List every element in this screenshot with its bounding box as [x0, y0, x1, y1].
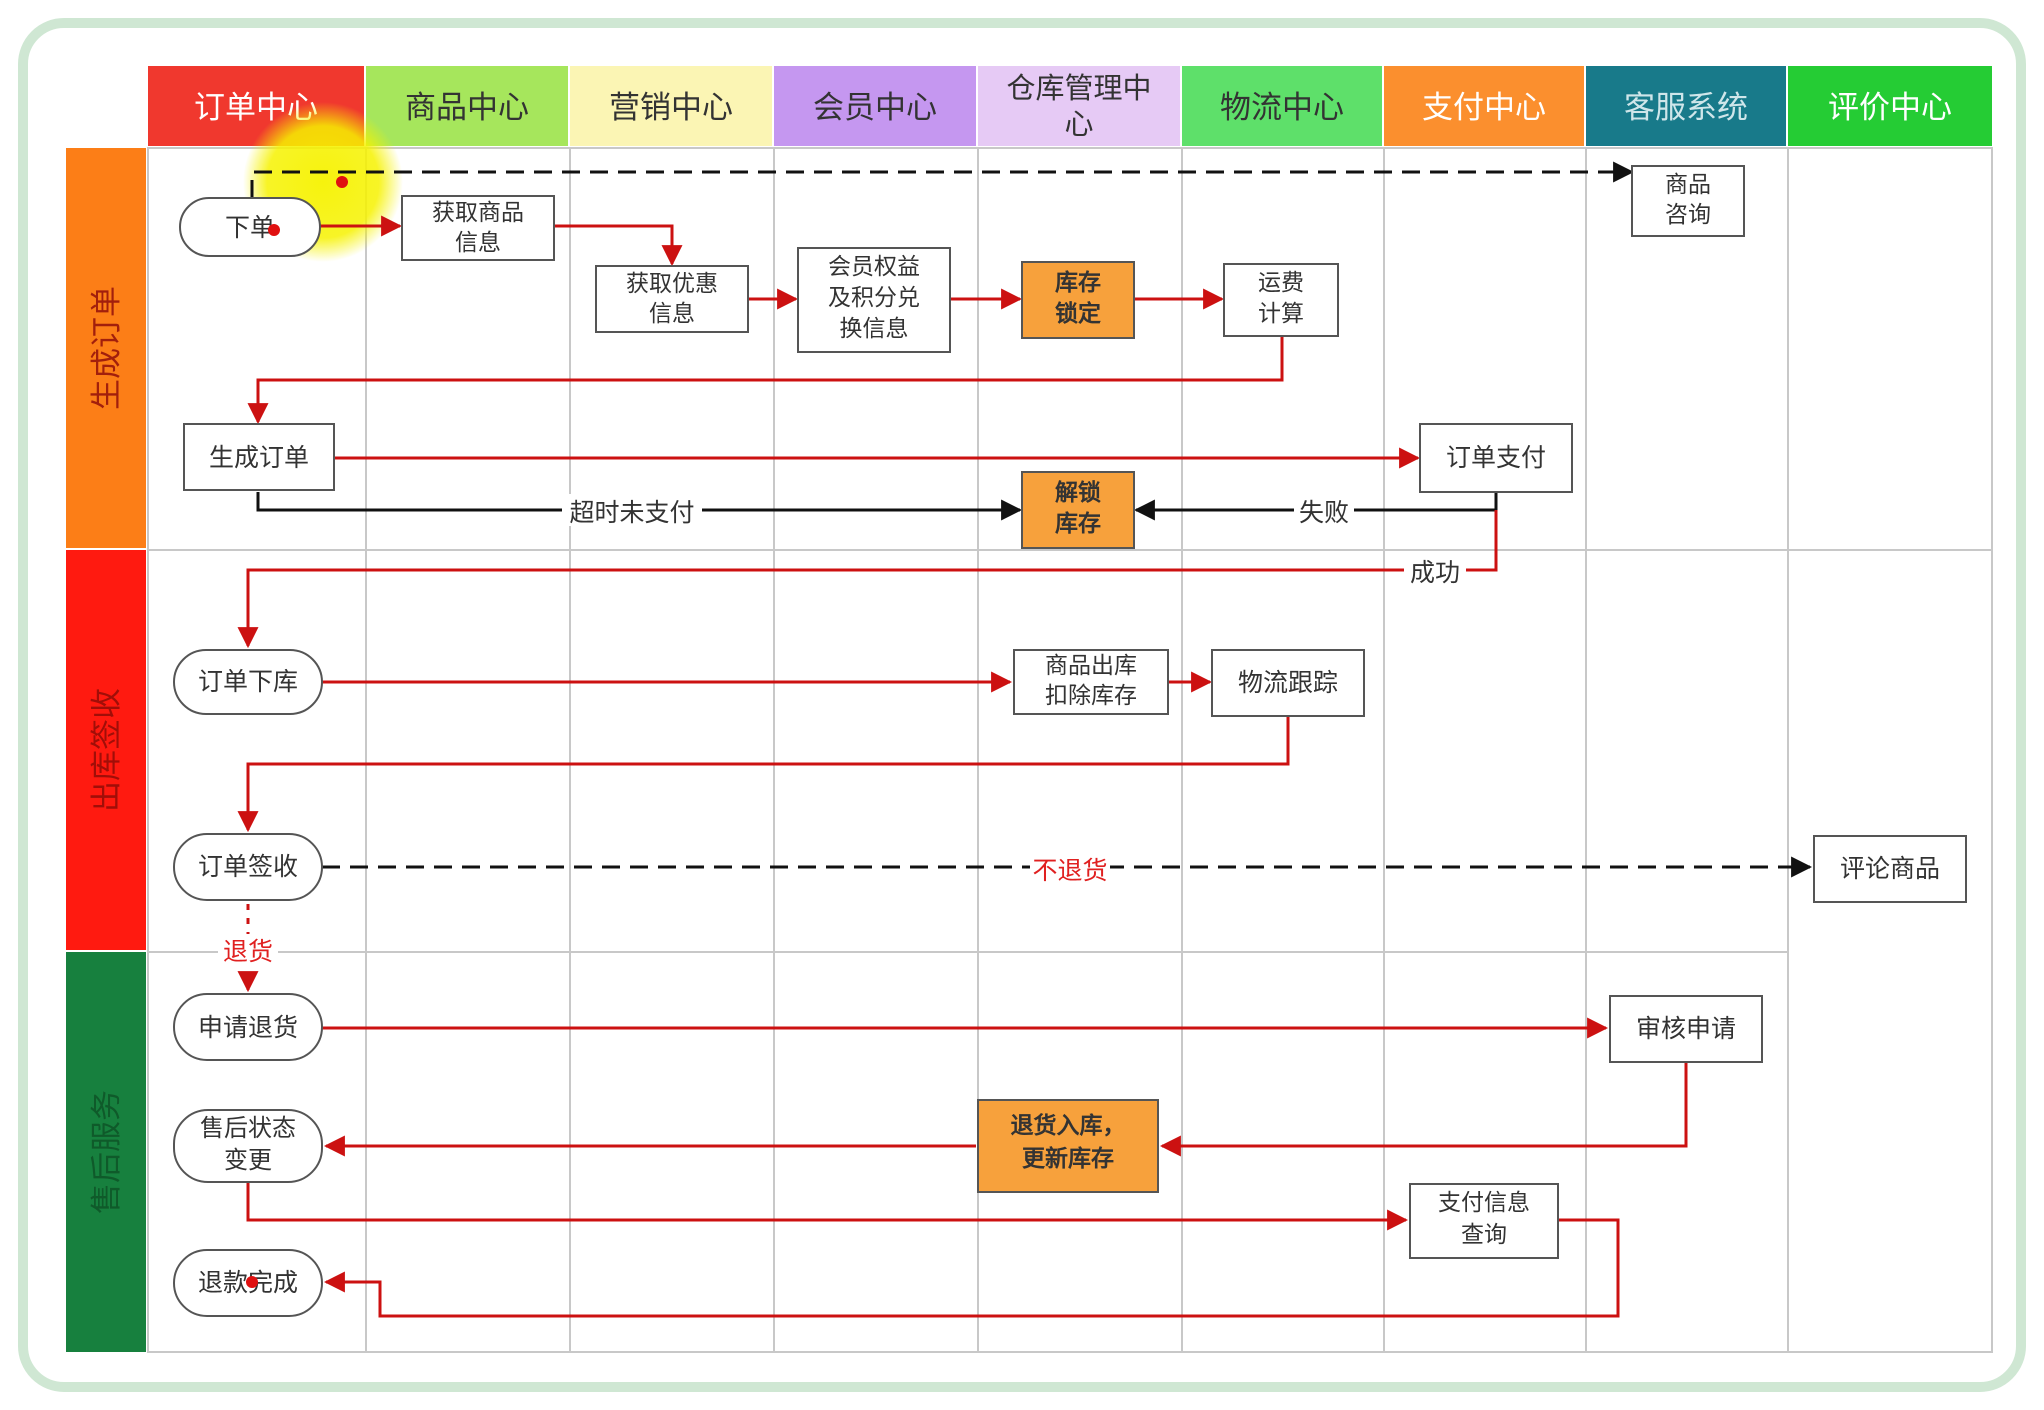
column-header-member-center	[774, 66, 976, 146]
edge-track-to-sign	[237, 716, 1290, 833]
node-label: 订单签收	[198, 852, 298, 881]
edge-label-no-return: 不退货	[1032, 856, 1107, 885]
node-label: 获取优惠信息	[626, 271, 718, 327]
node-label: 会员权益及积分兑换信息	[828, 254, 920, 342]
lane-header-create-order	[66, 148, 146, 548]
edge-fee-to-create	[247, 336, 1284, 425]
node-label: 库存锁定	[1055, 270, 1101, 327]
column-header-label: 物流中心	[1220, 90, 1344, 126]
column-header-label: 支付中心	[1422, 90, 1546, 126]
node-label: 评论商品	[1840, 854, 1940, 883]
column-header-label: 评价中心	[1828, 90, 1952, 126]
node-get-product[interactable]	[401, 195, 555, 261]
pointer-dot	[268, 224, 280, 236]
node-create-order[interactable]	[183, 423, 335, 491]
node-review-apply[interactable]	[1609, 995, 1763, 1063]
node-order-pay[interactable]	[1419, 423, 1573, 493]
column-header-label-wrap: 仓库管理中心	[1006, 71, 1152, 141]
node-label: 支付信息查询	[1438, 1190, 1530, 1248]
node-product-consult[interactable]	[1631, 165, 1745, 237]
node-place-order[interactable]	[179, 197, 321, 257]
column-header-review-center	[1788, 66, 1992, 146]
node-order-sign[interactable]	[173, 833, 323, 901]
edge-labels: 超时未支付 失败 成功 不退货 退货	[218, 494, 1466, 966]
node-label: 物流跟踪	[1238, 668, 1338, 697]
lane-header-label: 出库签收	[89, 688, 125, 812]
node-logistics-track[interactable]	[1211, 649, 1365, 717]
node-label: 商品出库扣除库存	[1045, 653, 1137, 709]
column-header-marketing-center	[570, 66, 772, 146]
column-header-payment-center	[1384, 66, 1584, 146]
lane-header-label: 生成订单	[89, 286, 125, 410]
lane-header-label: 售后服务	[89, 1090, 125, 1214]
node-label: 生成订单	[209, 443, 309, 472]
pointer-dot	[336, 176, 348, 188]
edge-label-fail: 失败	[1299, 498, 1349, 527]
node-label: 申请退货	[198, 1013, 298, 1042]
node-label: 退货入库，更新库存	[1010, 1113, 1126, 1172]
node-label: 获取商品信息	[432, 200, 524, 256]
node-label: 商品咨询	[1665, 172, 1711, 228]
node-stock-out[interactable]	[1013, 649, 1169, 715]
edge-create-timeout-unlock	[256, 492, 1023, 521]
column-header-label: 会员中心	[813, 90, 937, 126]
edge-label-timeout: 超时未支付	[569, 498, 694, 527]
node-review-product[interactable]	[1813, 835, 1967, 903]
node-member-points[interactable]	[797, 247, 951, 353]
edge-label-return: 退货	[223, 937, 273, 966]
column-header-customer-service	[1586, 66, 1786, 146]
edge-audit-to-return-stock	[1159, 1062, 1688, 1157]
column-header-label: 仓库管理中心	[1006, 71, 1152, 141]
node-return-stock[interactable]	[977, 1099, 1159, 1193]
node-label: 审核申请	[1636, 1014, 1736, 1043]
column-header-label: 客服系统	[1624, 90, 1748, 126]
lane-headers: 生成订单 出库签收 售后服务	[66, 148, 146, 1352]
node-label: 解锁库存	[1055, 480, 1101, 537]
pointer-dot	[246, 1276, 258, 1288]
edge-pay-query-to-refund	[323, 1218, 1620, 1318]
column-header-label: 营销中心	[609, 90, 733, 126]
edge-product-to-coupon	[554, 224, 683, 267]
nodes: 下单 获取商品信息 获取优惠信息 会员权益及积分兑换信息 库存锁定 运费计算 商…	[173, 165, 1967, 1317]
node-pay-info-query[interactable]	[1409, 1183, 1559, 1259]
column-header-label: 商品中心	[405, 90, 529, 126]
node-unlock-stock[interactable]	[1021, 471, 1135, 549]
edge-order-to-consult	[250, 161, 1635, 198]
node-label: 订单支付	[1446, 443, 1546, 472]
node-shipping-fee[interactable]	[1223, 263, 1339, 337]
edge-pay-success-dispatch	[237, 510, 1498, 649]
lane-header-after-sale	[66, 952, 146, 1352]
node-lock-stock[interactable]	[1021, 261, 1135, 339]
node-label: 下单	[225, 213, 275, 242]
grid-lines	[147, 147, 1993, 1353]
node-apply-return[interactable]	[173, 993, 323, 1061]
node-label: 订单下库	[198, 667, 298, 696]
edge-label-success: 成功	[1410, 558, 1460, 587]
column-headers: 订单中心 商品中心 营销中心 会员中心 仓库管理中心 物流中心 支付中心 客服系…	[148, 66, 1992, 146]
column-header-product-center	[366, 66, 568, 146]
node-label: 售后状态变更	[200, 1114, 296, 1174]
node-after-sale-status[interactable]	[173, 1109, 323, 1183]
node-order-dispatch[interactable]	[173, 649, 323, 715]
column-header-warehouse-center	[978, 66, 1180, 146]
column-header-logistics-center	[1182, 66, 1382, 146]
node-get-coupon[interactable]	[595, 265, 749, 333]
edge-status-to-pay-query	[246, 1182, 1409, 1231]
lane-header-dispatch-sign	[66, 550, 146, 950]
node-label: 运费计算	[1258, 270, 1304, 327]
